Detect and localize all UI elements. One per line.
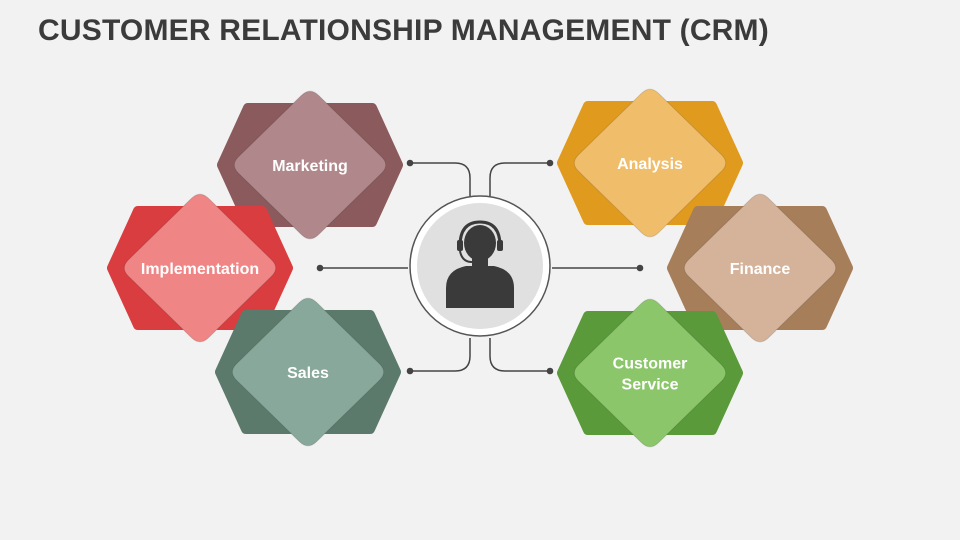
node-diamond [573,88,727,238]
node-diamond [233,90,387,240]
node-diamond [231,297,385,447]
customer-support-agent-icon [446,220,514,308]
node-label: Sales [287,365,329,382]
node-diamond [573,298,727,448]
page-title: CUSTOMER RELATIONSHIP MANAGEMENT (CRM) [38,14,769,47]
node-diamond [123,193,277,343]
connector-analysis [489,159,554,200]
node-sales: Sales [215,297,401,447]
node-diamond [683,193,837,343]
connectors [316,159,644,375]
connector-sales [406,338,471,375]
node-label: Customer [613,356,688,373]
node-label: Implementation [141,261,259,278]
node-marketing: Marketing [217,90,403,240]
center-hub [409,195,551,337]
connector-marketing [406,159,471,200]
node-label: Analysis [617,156,683,173]
connector-customer-service [489,338,554,375]
node-label: Service [622,377,679,394]
node-label: Marketing [272,158,348,175]
node-label: Finance [730,261,791,278]
node-implementation: Implementation [107,193,293,343]
node-finance: Finance [667,193,853,343]
node-analysis: Analysis [557,88,743,238]
